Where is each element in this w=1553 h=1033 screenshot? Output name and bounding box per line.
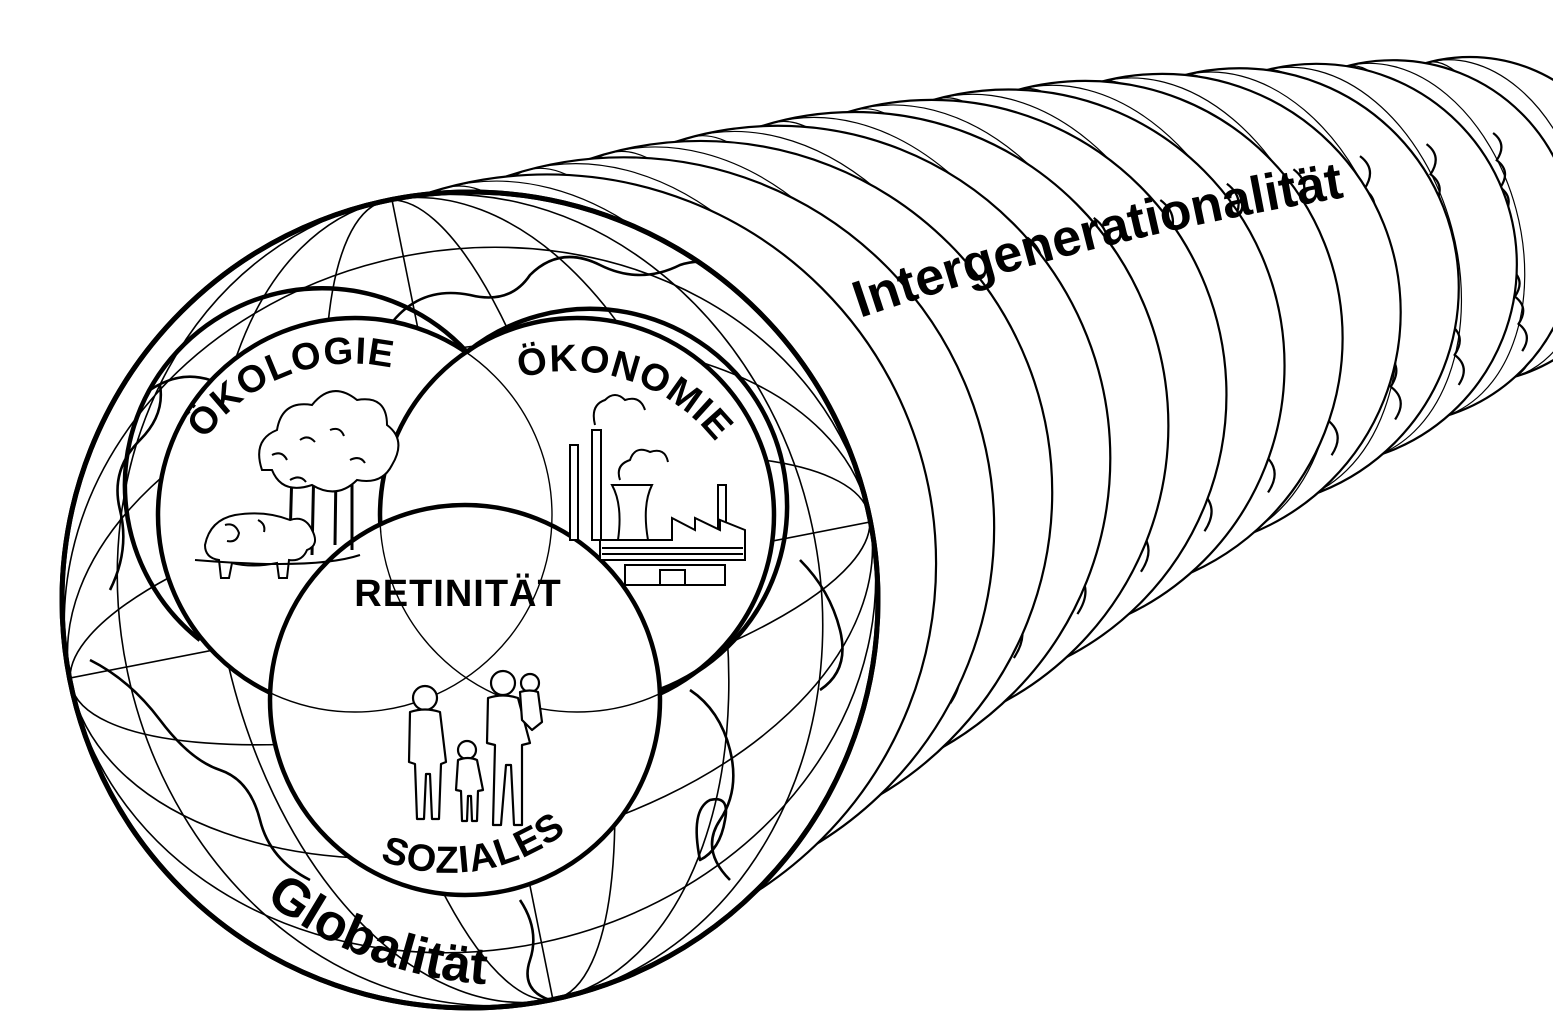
family-icon (407, 669, 544, 827)
venn-circle-social (267, 502, 663, 898)
label-retinity: RETINITÄT (354, 572, 561, 615)
tree-and-cow-icon (194, 390, 400, 579)
venn (122, 285, 790, 898)
factory-icon (569, 394, 746, 586)
